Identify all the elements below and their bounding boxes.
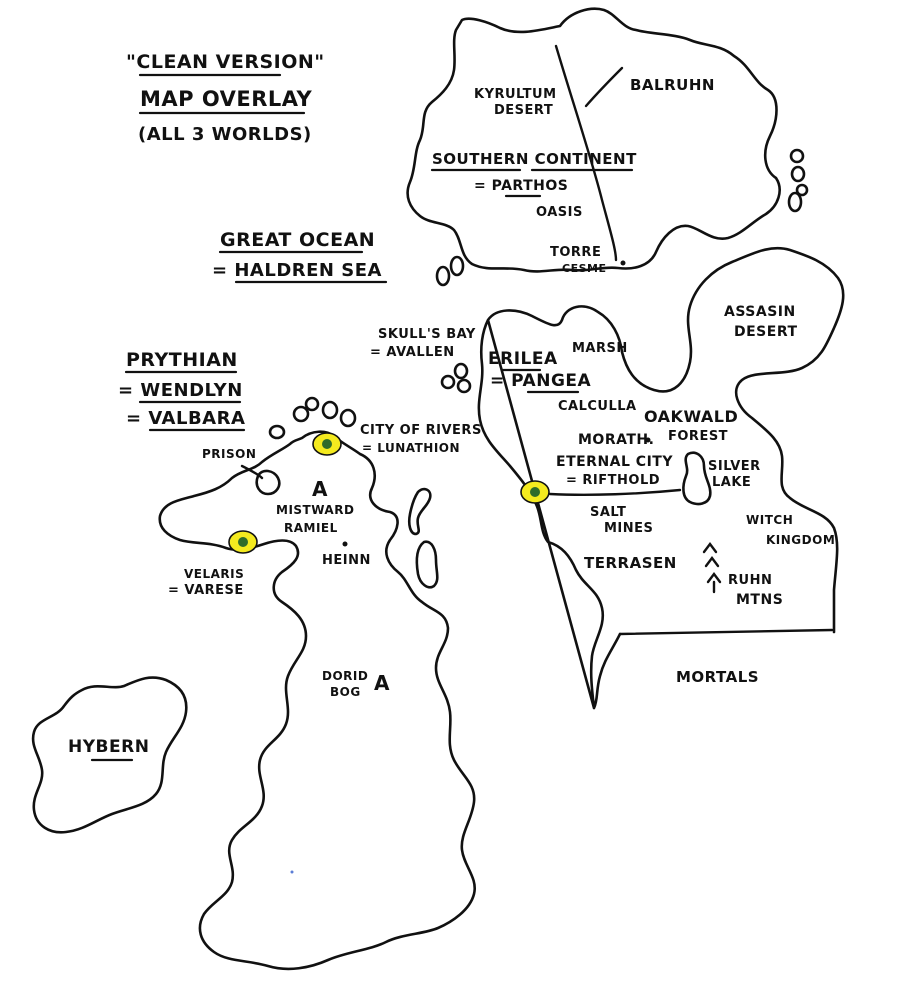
label-avallen: = AVALLEN xyxy=(370,345,455,360)
label-mtns: MTNS xyxy=(736,592,783,608)
southern-continent-coast xyxy=(406,7,781,273)
skulls-bay-island-2 xyxy=(453,362,469,380)
erilea-coast xyxy=(477,246,845,710)
prison-island xyxy=(255,469,281,496)
mortals-border xyxy=(618,628,834,636)
rifthold-pointer xyxy=(548,488,682,496)
label-pangea: = PANGEA xyxy=(490,371,592,391)
ocean-island-1 xyxy=(435,265,451,287)
title-line3: (ALL 3 WORLDS) xyxy=(138,124,312,145)
north-islet-2 xyxy=(292,405,310,423)
dot-torre-cesme xyxy=(620,260,626,266)
label-hybern: HYBERN xyxy=(68,737,149,757)
label-terrasen: TERRASEN xyxy=(584,554,677,572)
label-heinn: HEINN xyxy=(322,553,371,568)
heinn-east-island-2 xyxy=(415,540,439,589)
label-torre: TORRE xyxy=(550,245,601,260)
ruhn-mountain-1 xyxy=(702,542,718,554)
marker-city-of-rivers xyxy=(312,432,342,456)
north-islet-5 xyxy=(339,408,357,428)
label-parthos: = PARTHOS xyxy=(474,178,568,194)
label-rifthold: = RIFTHOLD xyxy=(566,473,660,488)
dot-heinn xyxy=(342,541,348,547)
label-balruhn: BALRUHN xyxy=(630,76,715,94)
north-islet-3 xyxy=(304,396,320,412)
prythian-coast xyxy=(158,430,477,971)
label-eternal-city: ETERNAL CITY xyxy=(556,454,673,470)
label-calculla: CALCULLA xyxy=(558,399,637,414)
label-wendlyn: = WENDLYN xyxy=(118,380,243,401)
label-oakwald-forest: FOREST xyxy=(668,429,728,444)
ruhn-mountain-3 xyxy=(706,572,722,584)
label-city-of-rivers: CITY OF RIVERS xyxy=(360,423,482,438)
label-kyrultum-2: DESERT xyxy=(494,103,553,118)
label-oakwald: OAKWALD xyxy=(644,407,738,426)
label-prison: PRISON xyxy=(202,447,256,461)
marker-rifthold xyxy=(520,480,550,504)
north-islet-1 xyxy=(268,424,286,440)
silver-lake-coast xyxy=(682,451,712,506)
label-lake: LAKE xyxy=(712,475,751,490)
dot-sea xyxy=(290,870,294,874)
label-oasis: OASIS xyxy=(536,205,583,220)
label-ramiel: RAMIEL xyxy=(284,521,338,535)
east-island-4 xyxy=(787,191,803,213)
label-witch: WITCH xyxy=(746,513,793,527)
title-line1: "CLEAN VERSION" xyxy=(126,51,325,73)
label-great-ocean: GREAT OCEAN xyxy=(220,229,375,251)
label-dorid: DORID xyxy=(322,669,368,683)
southern-border-1 xyxy=(554,44,618,262)
label-velaris: VELARIS xyxy=(184,567,244,581)
label-silver: SILVER xyxy=(708,459,761,474)
label-haldren-sea: = HALDREN SEA xyxy=(212,260,382,281)
label-valbara: = VALBARA xyxy=(126,408,245,429)
label-cesme: CESME xyxy=(562,262,606,275)
label-kyrultum-1: KYRULTUM xyxy=(474,87,557,102)
prison-pointer xyxy=(240,464,264,480)
label-ruhn: RUHN xyxy=(728,573,772,588)
east-island-1 xyxy=(789,148,805,164)
heinn-east-island-1 xyxy=(407,487,432,536)
east-island-2 xyxy=(790,165,806,183)
label-lunathion: = LUNATHION xyxy=(362,441,460,455)
label-marsh: MARSH xyxy=(572,341,628,356)
label-skulls-bay: SKULL'S BAY xyxy=(378,327,476,342)
dot-morath xyxy=(645,437,651,443)
label-a-mistward: A xyxy=(312,477,328,501)
hybern-coast xyxy=(31,676,188,834)
north-islet-4 xyxy=(321,400,339,420)
ocean-island-2 xyxy=(449,255,465,277)
label-southern-continent: SOUTHERN CONTINENT xyxy=(432,150,637,168)
label-erilea: ERILEA xyxy=(488,349,558,369)
skulls-bay-island-1 xyxy=(440,374,456,390)
label-morath: MORATH. xyxy=(578,432,654,448)
label-mortals: MORTALS xyxy=(676,668,759,686)
title-line2: MAP OVERLAY xyxy=(140,87,313,111)
label-varese: = VARESE xyxy=(168,583,244,598)
label-a-dorid: A xyxy=(374,671,390,695)
label-mistward: MISTWARD xyxy=(276,503,354,517)
southern-border-2 xyxy=(584,66,624,108)
skulls-bay-island-3 xyxy=(456,378,472,394)
label-prythian: PRYTHIAN xyxy=(126,349,238,371)
ruhn-mountain-2 xyxy=(704,556,720,568)
label-kingdom: KINGDOM xyxy=(766,533,835,547)
label-bog: BOG xyxy=(330,685,361,699)
marker-velaris xyxy=(228,530,258,554)
label-desert: DESERT xyxy=(734,324,798,340)
east-island-3 xyxy=(795,183,809,197)
label-mines: MINES xyxy=(604,521,653,536)
label-salt: SALT xyxy=(590,505,626,520)
label-assasin: ASSASIN xyxy=(724,304,796,320)
